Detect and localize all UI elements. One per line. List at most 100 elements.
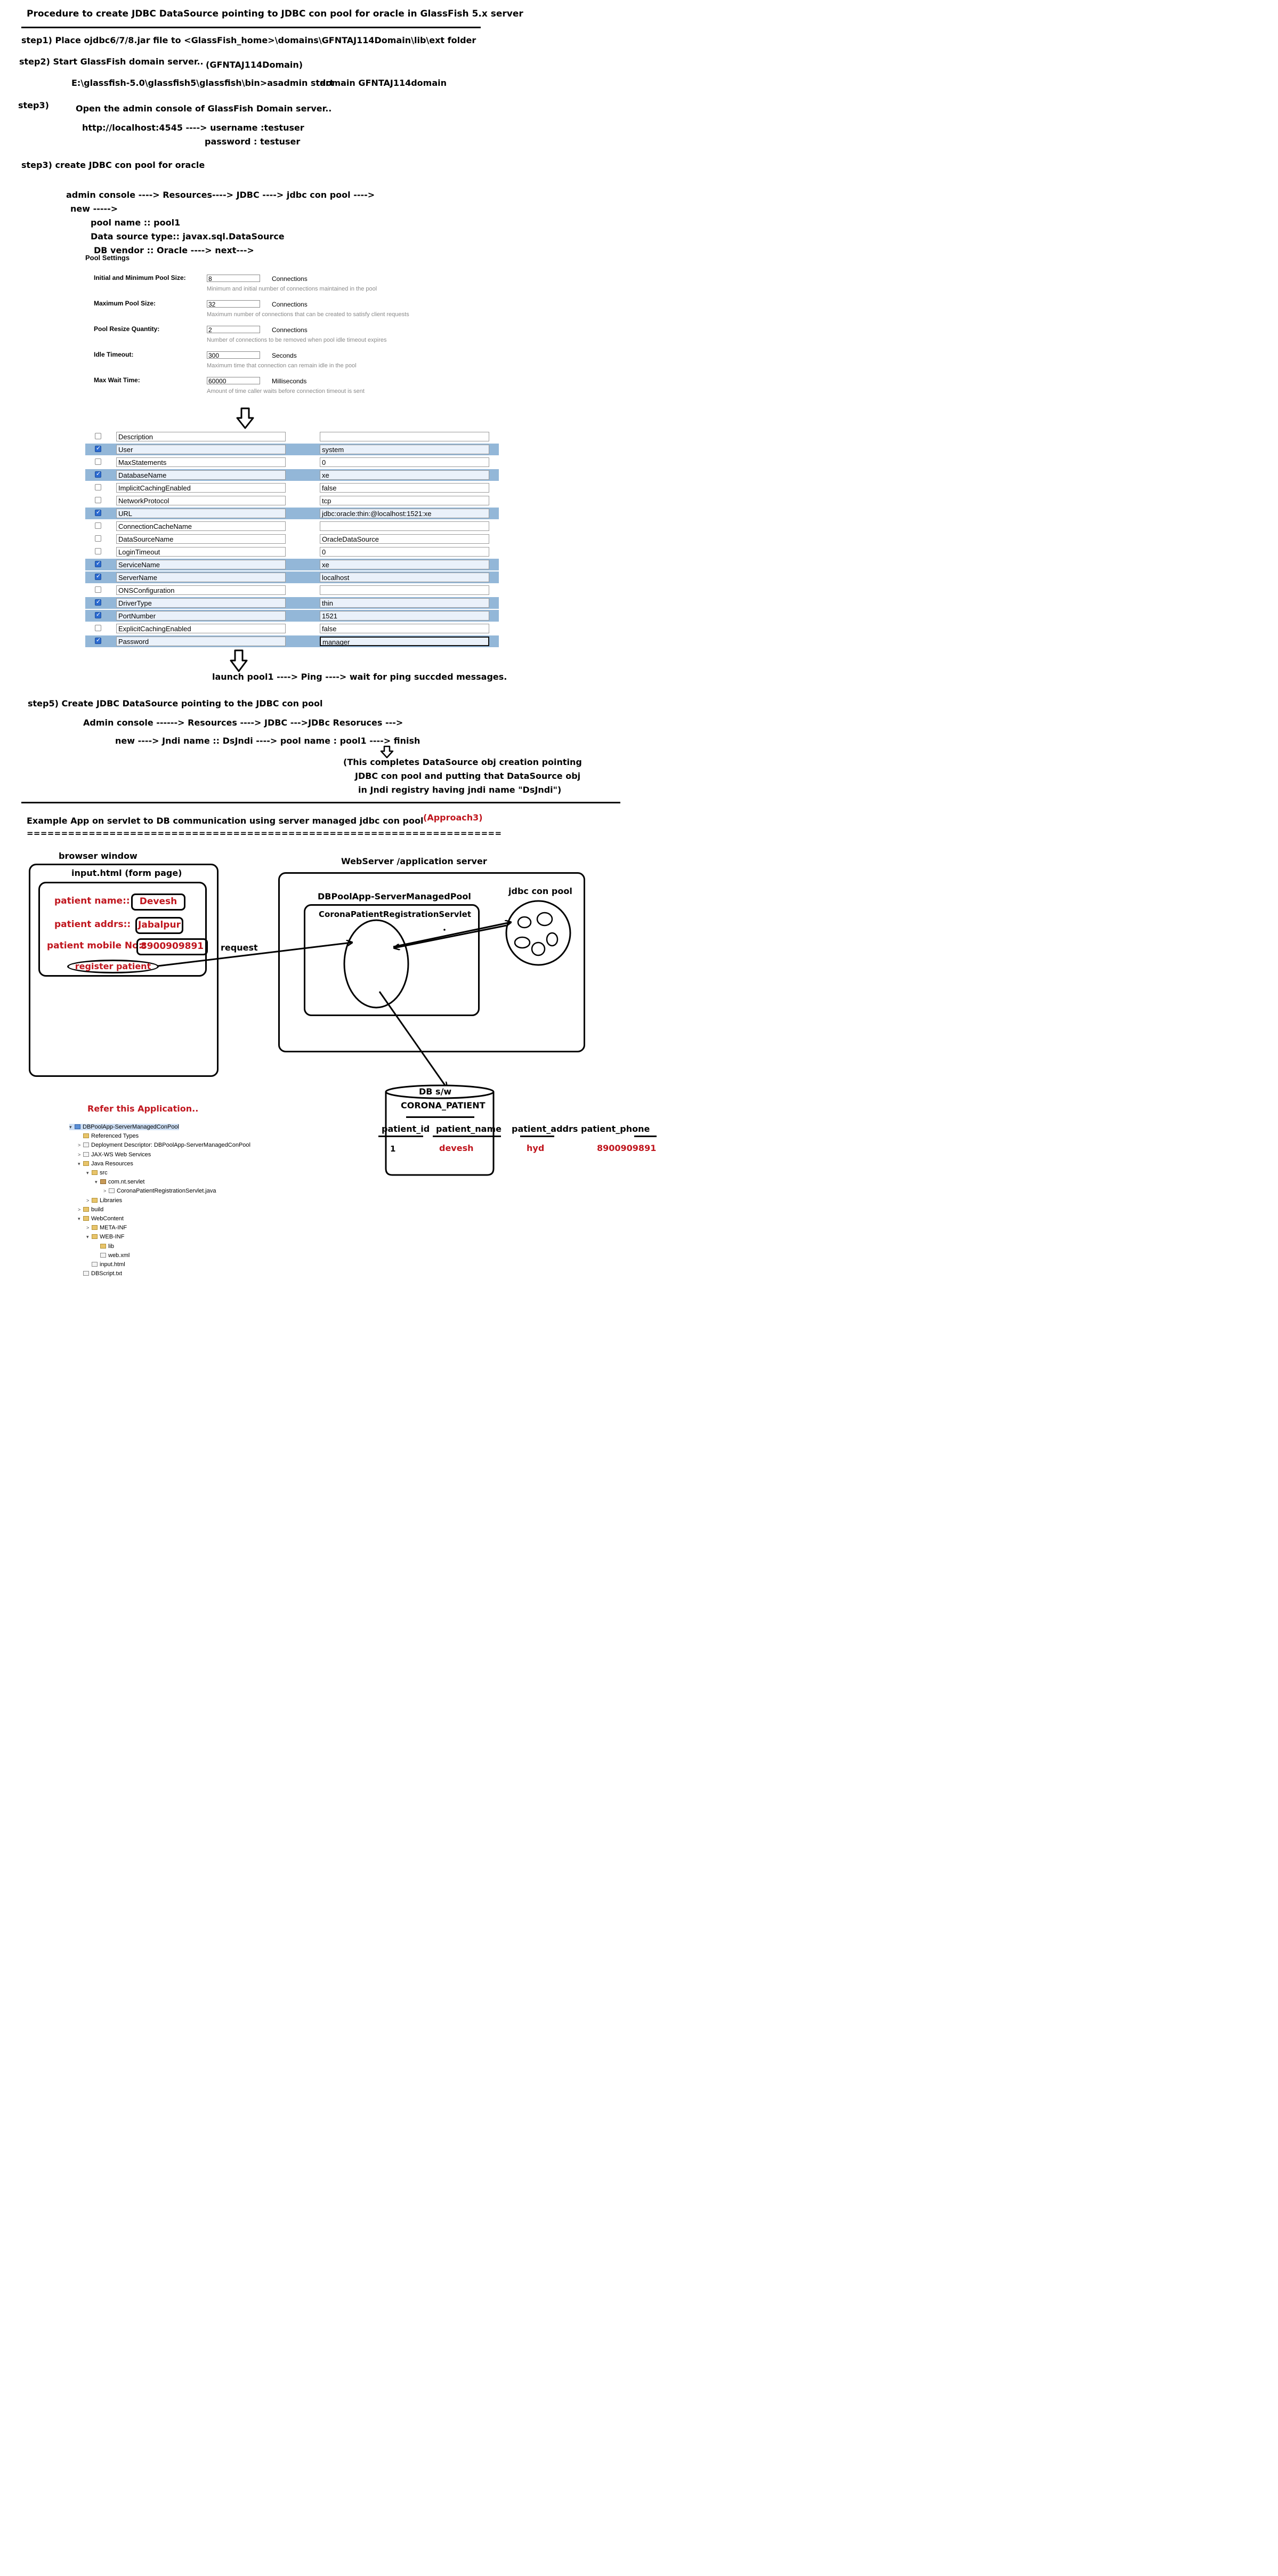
property-checkbox[interactable] [95,598,101,606]
property-name-input[interactable]: Description [116,432,286,441]
property-checkbox[interactable] [95,548,101,554]
property-row[interactable]: DriverType thin [85,597,499,609]
property-name-input[interactable]: DatabaseName [116,470,286,480]
property-row[interactable]: LoginTimeout 0 [85,546,499,558]
tree-item[interactable]: >build [78,1206,103,1213]
property-row[interactable]: MaxStatements 0 [85,456,499,468]
property-row[interactable]: NetworkProtocol tcp [85,495,499,506]
tree-twisty-icon[interactable]: > [86,1225,90,1231]
property-checkbox[interactable] [95,522,101,529]
property-checkbox[interactable] [95,445,101,452]
property-name-input[interactable]: MaxStatements [116,457,286,467]
property-checkbox[interactable] [95,611,101,618]
tree-twisty-icon[interactable]: > [78,1142,81,1148]
property-value-input[interactable]: system [320,445,489,454]
property-name-input[interactable]: DriverType [116,598,286,608]
property-name-input[interactable]: Password [116,637,286,646]
property-checkbox[interactable] [95,497,101,503]
property-value-input[interactable] [320,585,489,595]
property-value-input[interactable]: xe [320,560,489,569]
idle-timeout-input[interactable]: 300 [207,351,260,359]
property-checkbox[interactable] [95,509,101,516]
tree-item[interactable]: ▾com.nt.servlet [95,1179,144,1185]
property-value-input[interactable]: 0 [320,547,489,557]
tree-twisty-icon[interactable]: > [78,1152,81,1157]
property-value-input[interactable]: false [320,624,489,633]
property-checkbox[interactable] [95,458,101,465]
tree-item[interactable]: >Libraries [86,1197,122,1204]
property-row[interactable]: ImplicitCachingEnabled false [85,482,499,494]
initial-pool-size-input[interactable]: 8 [207,275,260,283]
property-value-input[interactable]: localhost [320,573,489,582]
property-checkbox[interactable] [95,484,101,490]
property-value-input[interactable] [320,521,489,531]
property-value-input[interactable]: false [320,483,489,493]
property-name-input[interactable]: DataSourceName [116,534,286,544]
property-value-input[interactable]: tcp [320,496,489,505]
property-checkbox[interactable] [95,470,101,478]
property-row[interactable]: PortNumber 1521 [85,610,499,622]
tree-item[interactable]: >Deployment Descriptor: DBPoolApp-Server… [78,1142,250,1148]
tree-twisty-icon[interactable]: ▾ [86,1234,89,1240]
tree-twisty-icon[interactable]: > [86,1197,90,1203]
property-name-input[interactable]: NetworkProtocol [116,496,286,505]
property-checkbox[interactable] [95,535,101,542]
property-value-input[interactable] [320,432,489,441]
property-name-input[interactable]: URL [116,509,286,518]
tree-twisty-icon[interactable]: ▾ [95,1179,98,1185]
tree-item[interactable]: ▾src [86,1170,108,1176]
tree-twisty-icon[interactable]: ▾ [69,1124,72,1130]
tree-twisty-icon[interactable]: ▾ [78,1161,80,1166]
property-row[interactable]: Description [85,431,499,442]
tree-item[interactable]: ▾Java Resources [78,1161,133,1167]
property-value-input[interactable]: xe [320,470,489,480]
patient-addrs-input[interactable]: Jabalpur [135,917,183,934]
property-row[interactable]: DataSourceName OracleDataSource [85,533,499,545]
property-row[interactable]: DatabaseName xe [85,469,499,481]
property-row[interactable]: ServerName localhost [85,571,499,583]
property-checkbox[interactable] [95,637,101,644]
max-wait-time-input[interactable]: 60000 [207,377,260,385]
pool-resize-input[interactable]: 2 [207,326,260,334]
property-name-input[interactable]: ServerName [116,573,286,582]
tree-item[interactable]: ▾WebContent [78,1215,124,1222]
property-name-input[interactable]: PortNumber [116,611,286,621]
tree-item[interactable]: lib [95,1243,114,1250]
max-pool-size-input[interactable]: 32 [207,300,260,308]
tree-item[interactable]: input.html [86,1261,125,1268]
property-name-input[interactable]: LoginTimeout [116,547,286,557]
tree-item[interactable]: >META-INF [86,1225,127,1231]
tree-item[interactable]: >JAX-WS Web Services [78,1152,151,1158]
property-row[interactable]: User system [85,444,499,455]
tree-item[interactable]: ▾WEB-INF [86,1234,124,1240]
property-row[interactable]: ExplicitCachingEnabled false [85,623,499,634]
property-name-input[interactable]: ServiceName [116,560,286,569]
property-value-input[interactable]: 1521 [320,611,489,621]
property-value-input[interactable]: OracleDataSource [320,534,489,544]
tree-item[interactable]: Referenced Types [78,1133,139,1139]
property-value-input[interactable]: thin [320,598,489,608]
tree-item[interactable]: ▾DBPoolApp-ServerManagedConPool [69,1124,179,1130]
tree-twisty-icon[interactable]: > [103,1188,107,1194]
property-name-input[interactable]: ImplicitCachingEnabled [116,483,286,493]
patient-mobile-input[interactable]: 8900909891 [136,938,208,955]
property-name-input[interactable]: User [116,445,286,454]
tree-item[interactable]: >CoronaPatientRegistrationServlet.java [103,1188,216,1194]
property-name-input[interactable]: ExplicitCachingEnabled [116,624,286,633]
property-value-input[interactable]: jdbc:oracle:thin:@localhost:1521:xe [320,509,489,518]
property-name-input[interactable]: ConnectionCacheName [116,521,286,531]
property-row[interactable]: ONSConfiguration [85,584,499,596]
property-row[interactable]: ServiceName xe [85,559,499,570]
property-checkbox[interactable] [95,586,101,593]
tree-twisty-icon[interactable]: ▾ [78,1216,80,1221]
property-checkbox[interactable] [95,625,101,631]
property-checkbox[interactable] [95,433,101,439]
property-row[interactable]: URL jdbc:oracle:thin:@localhost:1521:xe [85,508,499,519]
property-name-input[interactable]: ONSConfiguration [116,585,286,595]
tree-item[interactable]: web.xml [95,1252,130,1259]
property-row[interactable]: ConnectionCacheName [85,520,499,532]
tree-twisty-icon[interactable]: ▾ [86,1170,89,1176]
property-value-input[interactable]: 0 [320,457,489,467]
tree-twisty-icon[interactable]: > [78,1206,81,1212]
